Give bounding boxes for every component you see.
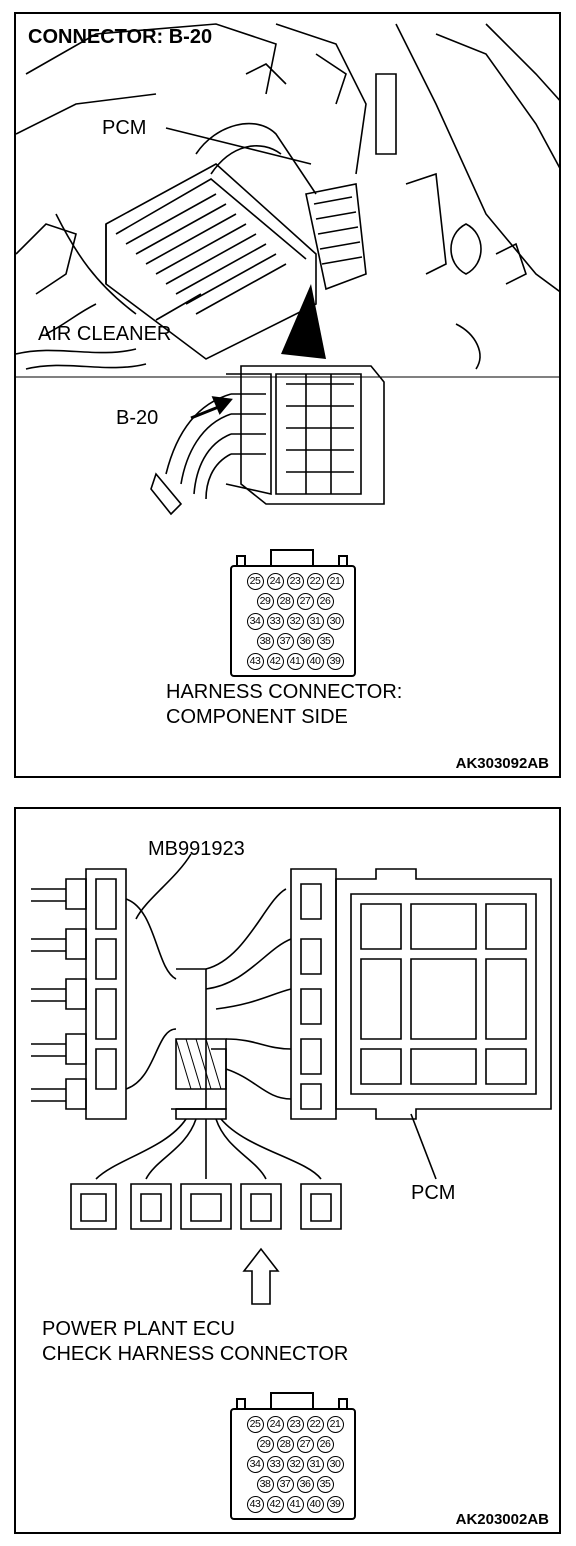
connector-pin: 40 [306,1496,324,1513]
connector-guide [338,555,348,567]
connector-pin: 23 [286,1416,304,1433]
connector-pin: 27 [296,593,314,610]
connector-pin: 32 [286,1456,304,1473]
panel-title: CONNECTOR: B-20 [28,26,213,48]
connector-pin: 34 [246,613,264,630]
connector-pin: 37 [276,633,294,650]
connector-pin: 39 [326,653,344,670]
connector-pin: 31 [306,613,324,630]
caption-line-1: POWER PLANT ECU [42,1318,235,1340]
connector-pin: 21 [326,573,344,590]
connector-pin: 39 [326,1496,344,1513]
connector-pin: 22 [306,1416,324,1433]
caption-line-2: COMPONENT SIDE [166,706,348,728]
connector-pin: 22 [306,573,324,590]
figure-code: AK303092AB [455,755,549,772]
connector-pin: 30 [326,613,344,630]
connector-pin: 40 [306,653,324,670]
pcm-label: PCM [102,117,147,139]
connector-pin: 28 [276,1436,294,1453]
connector-pin: 36 [296,1476,314,1493]
connector-pin: 30 [326,1456,344,1473]
connector-pin: 36 [296,633,314,650]
connector-pin: 33 [266,1456,284,1473]
connector-pin: 42 [266,653,284,670]
air-cleaner-label: AIR CLEANER [38,323,172,345]
check-harness-panel: MB991923 PCM POWER PLANT ECU CHECK HARNE… [14,807,561,1534]
connector-pin: 33 [266,613,284,630]
pcm-label: PCM [411,1182,456,1204]
connector-pin: 31 [306,1456,324,1473]
check-harness-illustration [31,853,552,1305]
connector-pin: 34 [246,1456,264,1473]
connector-pin: 43 [246,1496,264,1513]
connector-pin: 26 [316,1436,334,1453]
connector-pin: 28 [276,593,294,610]
connector-guide [236,1398,246,1410]
connector-pin: 41 [286,1496,304,1513]
connector-guide [338,1398,348,1410]
connector-pin: 25 [246,1416,264,1433]
connector-latch [270,549,314,567]
engine-bay-illustration [16,23,559,516]
connector-pin: 35 [316,633,334,650]
connector-pin: 24 [266,1416,284,1433]
connector-pin: 26 [316,593,334,610]
connector-pin: 35 [316,1476,334,1493]
connector-pin: 24 [266,573,284,590]
connector-pin: 25 [246,573,264,590]
connector-pin: 21 [326,1416,344,1433]
tool-number-label: MB991923 [148,838,245,860]
connector-latch [270,1392,314,1410]
figure-code: AK203002AB [455,1511,549,1528]
caption-line-1: HARNESS CONNECTOR: [166,681,403,703]
connector-pin: 43 [246,653,264,670]
connector-id-label: B-20 [116,407,159,429]
connector-pin: 38 [256,633,274,650]
connector-pin: 29 [256,593,274,610]
connector-pin: 38 [256,1476,274,1493]
connector-pin: 42 [266,1496,284,1513]
connector-pin: 37 [276,1476,294,1493]
connector-pin: 29 [256,1436,274,1453]
connector-guide [236,555,246,567]
connector-pin: 41 [286,653,304,670]
connector-pin: 23 [286,573,304,590]
caption-line-2: CHECK HARNESS CONNECTOR [42,1343,349,1365]
connector-pin: 27 [296,1436,314,1453]
connector-pin: 32 [286,613,304,630]
